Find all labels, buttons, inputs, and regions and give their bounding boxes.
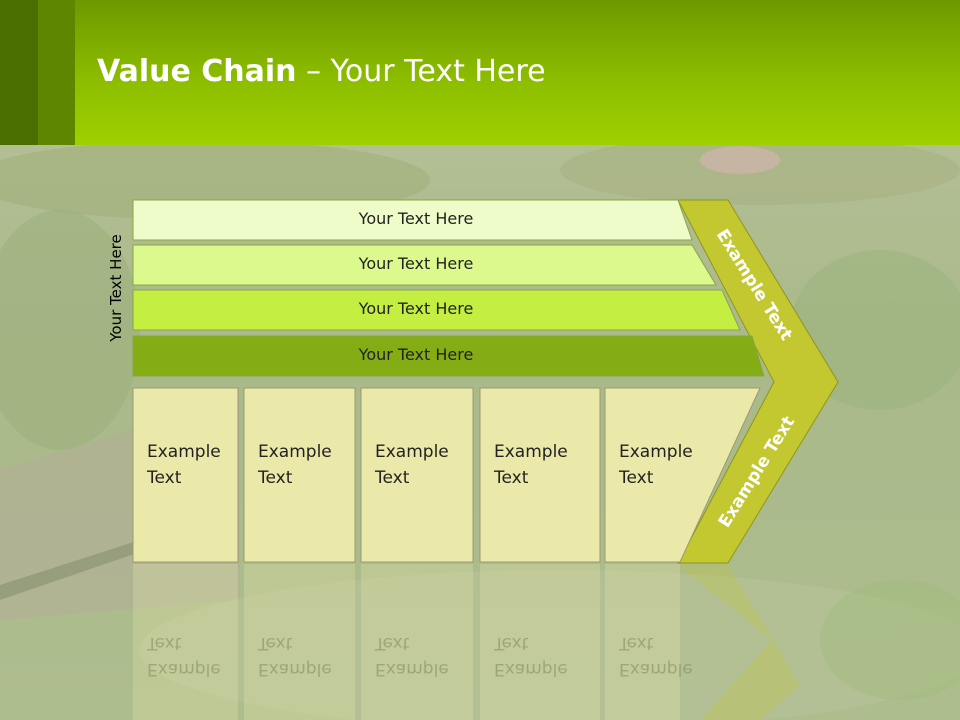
slide-header: Value Chain – Your Text Here	[0, 0, 960, 145]
reflection-line2: Text	[494, 633, 529, 653]
bar-4	[132, 335, 765, 377]
cell-3	[360, 387, 474, 563]
cell-text-reflection-1: Example Text	[147, 630, 221, 682]
cell-text-reflection-5: Example Text	[619, 630, 693, 682]
cell-reflection-2	[244, 564, 355, 720]
reflection-line1: Example	[494, 659, 568, 679]
reflection-line2: Text	[375, 633, 410, 653]
cell-text-line1: Example	[494, 442, 568, 462]
header-accent-bar-light	[38, 0, 75, 145]
cell-4	[479, 387, 601, 563]
bar-label-3: Your Text Here	[358, 299, 474, 318]
title-rest: – Your Text Here	[296, 54, 546, 89]
bar-2	[132, 244, 717, 286]
title-bold: Value Chain	[97, 54, 297, 89]
cell-text-reflection-2: Example Text	[258, 630, 332, 682]
bar-3	[132, 289, 741, 331]
cell-1	[132, 387, 239, 563]
cell-text-reflection-4: Example Text	[494, 630, 568, 682]
cell-2	[243, 387, 356, 563]
reflection-line1: Example	[619, 659, 693, 679]
cell-text-line2: Text	[147, 468, 182, 488]
cell-reflection-5	[605, 564, 680, 720]
reflection-line1: Example	[258, 659, 332, 679]
reflection-line2: Text	[258, 633, 293, 653]
cell-text-line1: Example	[147, 442, 221, 462]
cell-text-line2: Text	[258, 468, 293, 488]
cell-reflection-1	[133, 564, 238, 720]
cell-text-line1: Example	[258, 442, 332, 462]
bar-1	[132, 199, 693, 241]
cell-reflection-3	[361, 564, 473, 720]
reflection-line1: Example	[375, 659, 449, 679]
cell-text-line1: Example	[375, 442, 449, 462]
cell-reflection-4	[480, 564, 600, 720]
cell-text-reflection-3: Example Text	[375, 630, 449, 682]
bar-label-1: Your Text Here	[358, 209, 474, 228]
cell-text-line1: Example	[619, 442, 693, 462]
cell-text-line2: Text	[494, 468, 529, 488]
bar-label-2: Your Text Here	[358, 254, 474, 273]
reflection-line1: Example	[147, 659, 221, 679]
slide-title: Value Chain – Your Text Here	[97, 52, 546, 92]
cell-text-line2: Text	[619, 468, 654, 488]
bar-label-4: Your Text Here	[358, 345, 474, 364]
reflection-line2: Text	[147, 633, 182, 653]
cell-5	[604, 387, 761, 563]
cell-text-line2: Text	[375, 468, 410, 488]
diagram-reflection	[133, 564, 800, 720]
reflection-line2: Text	[619, 633, 654, 653]
chevron-reflection	[678, 565, 800, 720]
header-accent-bar-dark	[0, 0, 38, 145]
chevron-shape	[677, 199, 839, 564]
